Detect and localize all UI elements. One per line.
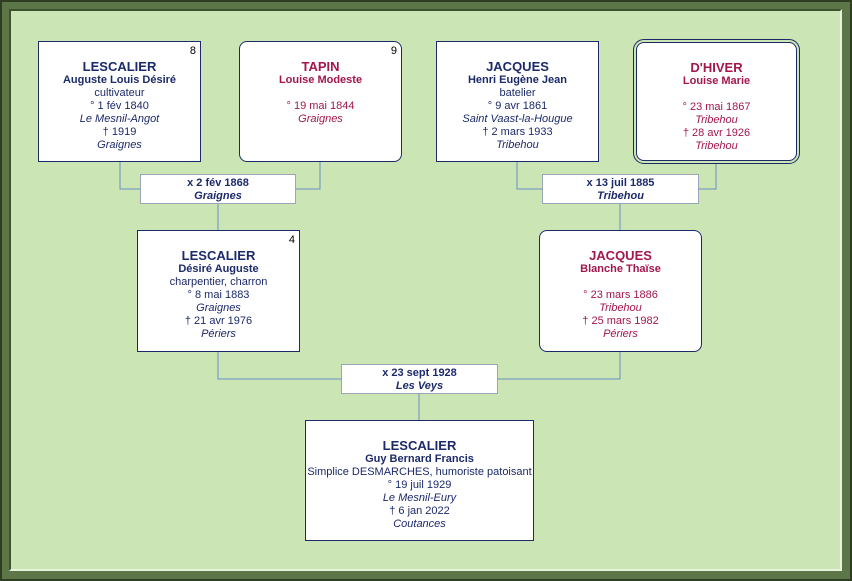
birth-place: Le Mesnil-Angot <box>79 113 160 125</box>
death-date: † 21 avr 1976 <box>184 315 253 327</box>
birth-place: Graignes <box>196 302 241 314</box>
given-names: Blanche Thaïse <box>580 263 661 275</box>
sosa-number: 4 <box>288 234 295 246</box>
marriage-place: Tribehou <box>597 190 644 202</box>
marriage-date: x 13 juil 1885 <box>586 177 655 189</box>
death-place: Tribehou <box>695 140 738 152</box>
birth-date: ° 23 mars 1886 <box>583 289 658 301</box>
surname: JACQUES <box>486 59 549 74</box>
occupation: cultivateur <box>94 87 145 99</box>
marriage-place: Graignes <box>194 190 242 202</box>
spacer <box>637 88 796 101</box>
person-card-5[interactable]: JACQUES Blanche Thaïse ° 23 mars 1886 Tr… <box>539 230 702 352</box>
given-names: Louise Marie <box>682 75 751 87</box>
death-date: † 25 mars 1982 <box>582 315 659 327</box>
death-place: Coutances <box>393 518 446 530</box>
given-names: Henri Eugène Jean <box>467 74 568 86</box>
death-date: † 1919 <box>102 126 137 138</box>
surname: JACQUES <box>589 248 652 263</box>
occupation: Simplice DESMARCHES, humoriste patoisant <box>307 466 532 478</box>
marriage-box-8-9[interactable]: x 2 fév 1868 Graignes <box>140 174 296 204</box>
spacer <box>240 87 401 100</box>
person-card-4[interactable]: 4 LESCALIER Désiré Auguste charpentier, … <box>137 230 300 352</box>
person-card-1[interactable]: LESCALIER Guy Bernard Francis Simplice D… <box>305 420 534 541</box>
occupation: batelier <box>499 87 536 99</box>
death-date: † 28 avr 1926 <box>682 127 751 139</box>
death-place: Périers <box>201 328 236 340</box>
given-names: Guy Bernard Francis <box>365 453 474 465</box>
surname: LESCALIER <box>382 438 457 453</box>
marriage-date: x 23 sept 1928 <box>382 367 457 379</box>
given-names: Désiré Auguste <box>178 263 259 275</box>
marriage-box-4-5[interactable]: x 23 sept 1928 Les Veys <box>341 364 498 394</box>
sosa-number: 9 <box>390 45 397 57</box>
surname: LESCALIER <box>82 59 157 74</box>
marriage-box-10-11[interactable]: x 13 juil 1885 Tribehou <box>542 174 699 204</box>
person-card-8[interactable]: 8 LESCALIER Auguste Louis Désiré cultiva… <box>38 41 201 162</box>
birth-place: Saint Vaast-la-Hougue <box>462 113 573 125</box>
birth-date: ° 9 avr 1861 <box>487 100 548 112</box>
death-date: † 2 mars 1933 <box>482 126 553 138</box>
person-card-11[interactable]: D'HIVER Louise Marie ° 23 mai 1867 Tribe… <box>633 39 800 164</box>
birth-date: ° 19 mai 1844 <box>286 100 355 112</box>
occupation: charpentier, charron <box>169 276 268 288</box>
person-card-10[interactable]: JACQUES Henri Eugène Jean batelier ° 9 a… <box>436 41 599 162</box>
birth-date: ° 1 fév 1840 <box>90 100 149 112</box>
spacer <box>540 276 701 289</box>
sosa-number: 8 <box>189 45 196 57</box>
birth-place: Le Mesnil-Eury <box>382 492 457 504</box>
surname: D'HIVER <box>690 60 743 75</box>
person-card-9[interactable]: 9 TAPIN Louise Modeste ° 19 mai 1844 Gra… <box>239 41 402 162</box>
birth-place: Graignes <box>298 113 343 125</box>
death-date: † 6 jan 2022 <box>389 505 450 517</box>
given-names: Auguste Louis Désiré <box>62 74 177 86</box>
death-place: Périers <box>603 328 638 340</box>
birth-date: ° 19 juil 1929 <box>387 479 452 491</box>
marriage-date: x 2 fév 1868 <box>187 177 249 189</box>
given-names: Louise Modeste <box>278 74 363 86</box>
surname: LESCALIER <box>181 248 256 263</box>
birth-date: ° 23 mai 1867 <box>682 101 751 113</box>
marriage-place: Les Veys <box>395 380 444 392</box>
death-place: Graignes <box>97 139 142 151</box>
death-place: Tribehou <box>496 139 539 151</box>
birth-place: Tribehou <box>695 114 738 126</box>
birth-date: ° 8 mai 1883 <box>187 289 250 301</box>
birth-place: Tribehou <box>599 302 642 314</box>
surname: TAPIN <box>301 59 340 74</box>
